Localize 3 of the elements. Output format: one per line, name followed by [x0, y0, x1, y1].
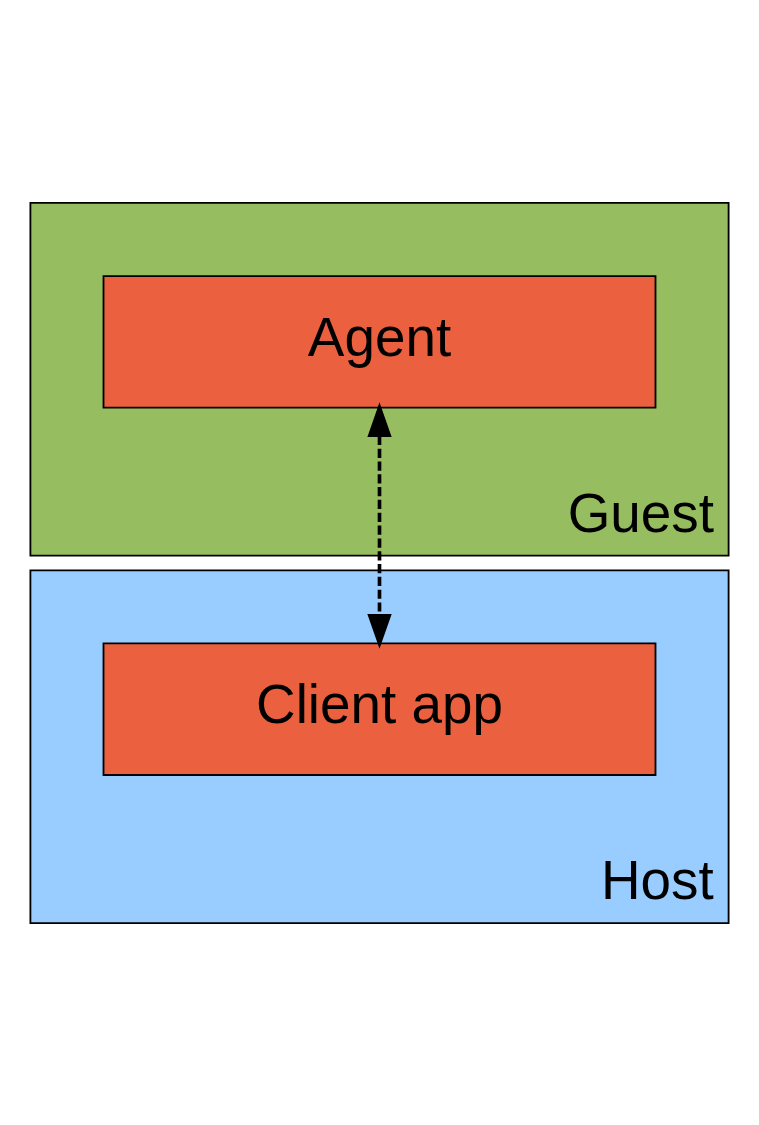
- node-box: Agent: [102, 274, 657, 409]
- arrow: [367, 401, 392, 649]
- node-box: Client app: [102, 642, 657, 776]
